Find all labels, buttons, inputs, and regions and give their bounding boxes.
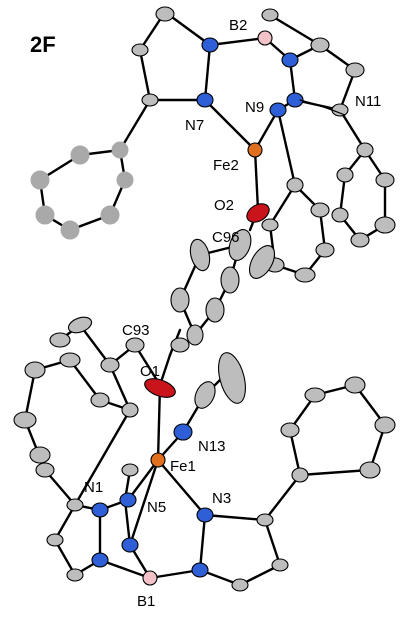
- label-n9: N9: [245, 99, 264, 116]
- label-b2: B2: [229, 17, 247, 34]
- label-n13: N13: [198, 438, 226, 455]
- panel-label: 2F: [30, 32, 56, 57]
- label-o1: O1: [140, 363, 160, 380]
- label-n1: N1: [84, 479, 103, 496]
- label-n3: N3: [212, 490, 231, 507]
- label-o2: O2: [214, 197, 234, 214]
- label-b1: B1: [137, 593, 155, 610]
- label-n7: N7: [185, 117, 204, 134]
- atoms: [13, 6, 396, 592]
- label-n11: N11: [355, 93, 381, 110]
- label-fe2: Fe2: [213, 157, 239, 174]
- label-n5: N5: [147, 499, 166, 516]
- label-c93: C93: [122, 322, 150, 339]
- label-c96: C96: [212, 229, 240, 246]
- label-fe1: Fe1: [170, 458, 196, 475]
